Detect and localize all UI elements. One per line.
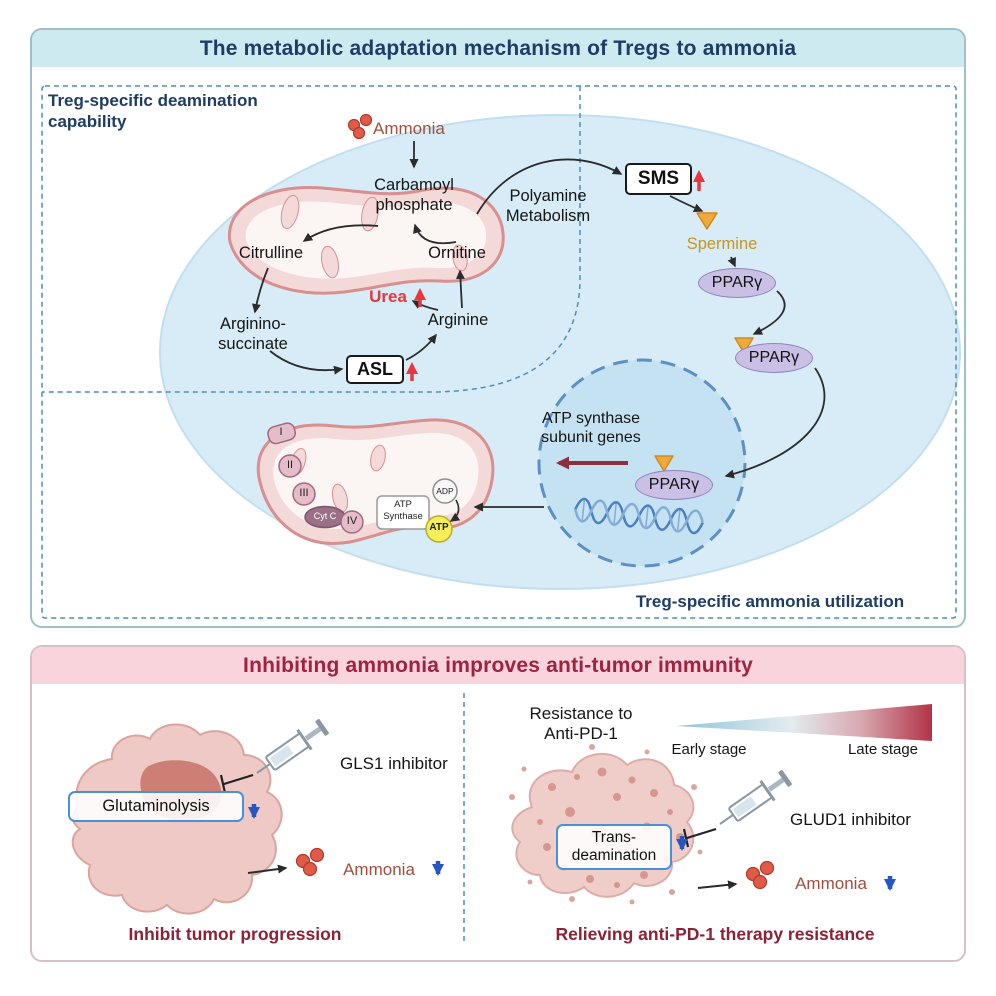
- early-stage-label: Early stage: [671, 741, 747, 758]
- arrow-arginine-to-ornitine: [455, 269, 465, 309]
- glud1-syringe-icon: [711, 765, 796, 836]
- atp-synthase-shape: [376, 495, 430, 530]
- dashed-region-borders: [41, 85, 957, 619]
- region-deamination-label: Treg-specific deamination capability: [48, 91, 258, 132]
- ornitine-label: Ornitine: [428, 244, 486, 262]
- top-diagram-graphics: [41, 85, 961, 619]
- complex-1-shape: [267, 422, 297, 445]
- late-stage-label: Late stage: [847, 741, 919, 758]
- top-title-text: The metabolic adaptation mechanism of Tr…: [199, 36, 797, 60]
- complex-3-shape: [292, 482, 316, 506]
- region-utilization-label: Treg-specific ammonia utilization: [635, 592, 905, 611]
- top-panel: The metabolic adaptation mechanism of Tr…: [30, 28, 966, 628]
- gls1-inhibitor-label: GLS1 inhibitor: [340, 754, 448, 773]
- glutaminolysis-box: Glutaminolysis: [68, 791, 244, 822]
- resistance-label: Resistance to Anti-PD-1: [529, 704, 633, 744]
- polyamine-metabolism-label: Polyamine Metabolism: [505, 187, 591, 225]
- mitochondria-urea-cycle: [227, 186, 505, 295]
- atp-label: ATP: [429, 522, 449, 533]
- mitochondria-etc: [256, 418, 495, 545]
- sms-box: SMS: [625, 163, 692, 195]
- complex-1-label: I: [279, 426, 283, 438]
- carbamoyl-phosphate-label: Carbamoyl phosphate: [374, 176, 454, 214]
- arrow-polyamine-to-sms: [476, 158, 623, 215]
- arrow-sms-to-spermine: [669, 195, 704, 212]
- complex-2-label: II: [286, 459, 294, 471]
- arrow-ppary-to-ppary2: [752, 290, 786, 335]
- ammonia-dots-icon: [347, 113, 373, 140]
- arrow-arginine-to-urea: [411, 300, 439, 311]
- transdeamination-box: Trans-deamination: [556, 824, 672, 870]
- ammonia-label-left: Ammonia: [343, 860, 415, 879]
- arrow-ppary2-to-nucleus: [724, 367, 826, 479]
- cyt-c-label: Cyt C: [313, 511, 337, 521]
- ammonia-dots-icon: [295, 847, 775, 890]
- bottom-title-text: Inhibiting ammonia improves anti-tumor i…: [243, 653, 753, 677]
- arrow-tumor-to-ammonia-right: [697, 880, 738, 890]
- arrow-spermine-to-ppary: [727, 256, 736, 268]
- pathway-arrows: [252, 141, 826, 512]
- citrulline-label: Citrulline: [238, 244, 304, 262]
- adp-shape: [432, 478, 458, 504]
- adp-label: ADP: [436, 486, 454, 496]
- bottom-panel-title: Inhibiting ammonia improves anti-tumor i…: [32, 647, 964, 684]
- ppary-pill-nucleus: PPARγ: [635, 470, 713, 500]
- atp-synthase-genes-label: ATP synthase subunit genes: [541, 410, 641, 447]
- spermine-label: Spermine: [686, 235, 758, 253]
- upregulation-arrows: [406, 170, 705, 381]
- complex-4-label: IV: [346, 515, 358, 527]
- complex-2-shape: [278, 454, 302, 478]
- spermine-triangle-icons: [654, 212, 754, 472]
- ppary-pill-2: PPARγ: [735, 343, 813, 373]
- ammonia-label-top: Ammonia: [373, 119, 445, 138]
- arrow-ornitine-to-carbamoyl: [413, 223, 457, 245]
- arrow-carbamoyl-to-citrulline: [302, 224, 379, 242]
- complex-3-label: III: [299, 487, 309, 499]
- downregulation-arrows: [248, 804, 896, 891]
- arrow-asl-to-arginine: [405, 333, 437, 361]
- argininosuccinate-label: Arginino-succinate: [218, 315, 288, 353]
- ammonia-label-right: Ammonia: [795, 874, 867, 893]
- bottom-panel: Inhibiting ammonia improves anti-tumor i…: [30, 645, 966, 962]
- urea-label: Urea: [369, 287, 407, 306]
- ppary-pill-1: PPARγ: [698, 268, 776, 298]
- caption-right: Relieving anti-PD-1 therapy resistance: [555, 924, 875, 944]
- spermine-triangle-icon: [654, 455, 674, 472]
- atp-shape: [425, 515, 453, 543]
- arrow-argininosuccinate-to-asl: [269, 350, 344, 375]
- atp-synthase-label: ATP Synthase: [383, 499, 423, 523]
- arginine-label: Arginine: [427, 311, 489, 329]
- dna-icon: [574, 497, 704, 535]
- asl-box: ASL: [346, 355, 404, 384]
- glud1-inhibitor-label: GLUD1 inhibitor: [790, 810, 911, 829]
- arrow-tumor-to-ammonia-left: [247, 864, 288, 874]
- spermine-triangle-icon: [696, 212, 718, 230]
- top-panel-title: The metabolic adaptation mechanism of Tr…: [32, 30, 964, 67]
- complex-4-shape: [340, 510, 364, 534]
- caption-left: Inhibit tumor progression: [128, 924, 342, 944]
- gls1-inhibition-line: [219, 773, 254, 794]
- stage-gradient-bar: [676, 704, 932, 741]
- arrow-citrulline-to-argininosuccinate: [252, 267, 269, 314]
